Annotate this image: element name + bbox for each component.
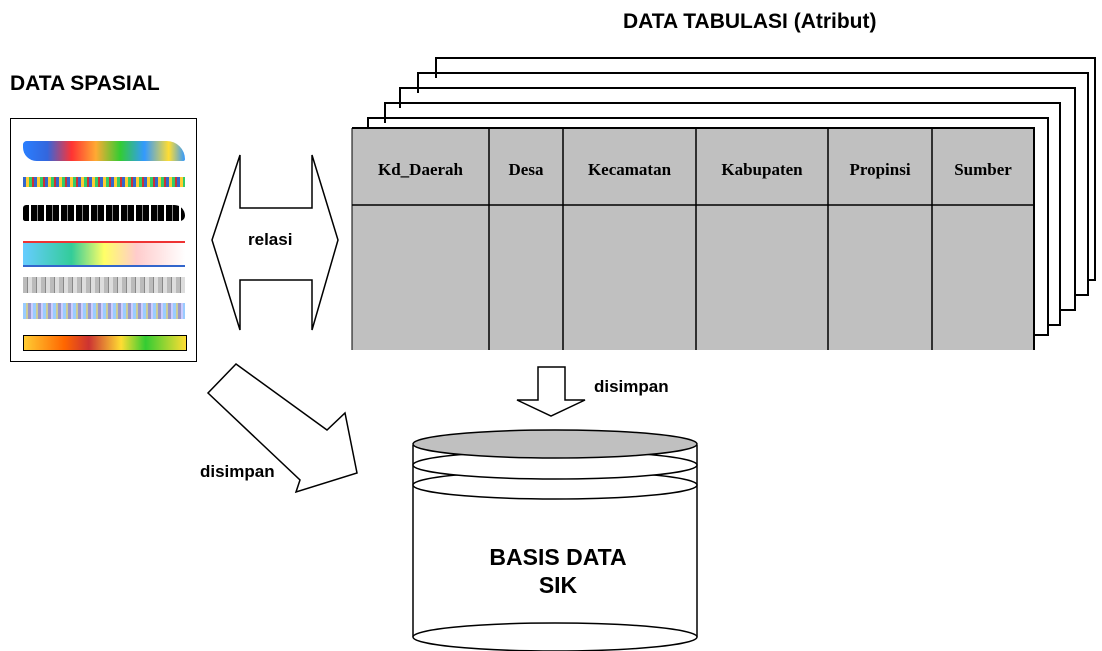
database-label: BASIS DATA SIK: [448, 543, 668, 599]
relasi-label: relasi: [248, 230, 293, 249]
column-header-kecamatan: Kecamatan: [587, 160, 672, 179]
spasial-title: DATA SPASIAL: [10, 72, 160, 95]
tabulasi-title: DATA TABULASI (Atribut): [623, 10, 877, 33]
column-header-kd-daerah: Kd_Daerah: [378, 160, 463, 179]
disimpan-diagonal-arrow: [206, 363, 358, 494]
map-thumbnail: [23, 177, 185, 187]
map-thumbnail: [23, 241, 185, 267]
map-thumbnail: [23, 303, 185, 319]
database-cylinder: [412, 429, 698, 651]
column-header-propinsi: Propinsi: [849, 160, 911, 179]
map-thumbnail: [23, 205, 185, 221]
column-header-kabupaten: Kabupaten: [721, 160, 803, 179]
map-thumbnail: [23, 277, 185, 293]
column-header-sumber: Sumber: [954, 160, 1012, 179]
relasi-arrow: [211, 154, 339, 331]
attribute-table: [351, 127, 1035, 350]
map-thumbnail: [23, 335, 187, 351]
disimpan-label-left: disimpan: [200, 462, 275, 481]
spasial-panel: [10, 118, 197, 362]
disimpan-label-top: disimpan: [594, 377, 669, 396]
disimpan-down-arrow: [516, 366, 586, 417]
table-stack: [367, 57, 1096, 336]
column-header-desa: Desa: [508, 160, 544, 179]
database-label-line1: BASIS DATA: [489, 544, 627, 570]
database-label-line2: SIK: [538, 572, 578, 598]
map-thumbnail: [23, 141, 185, 161]
